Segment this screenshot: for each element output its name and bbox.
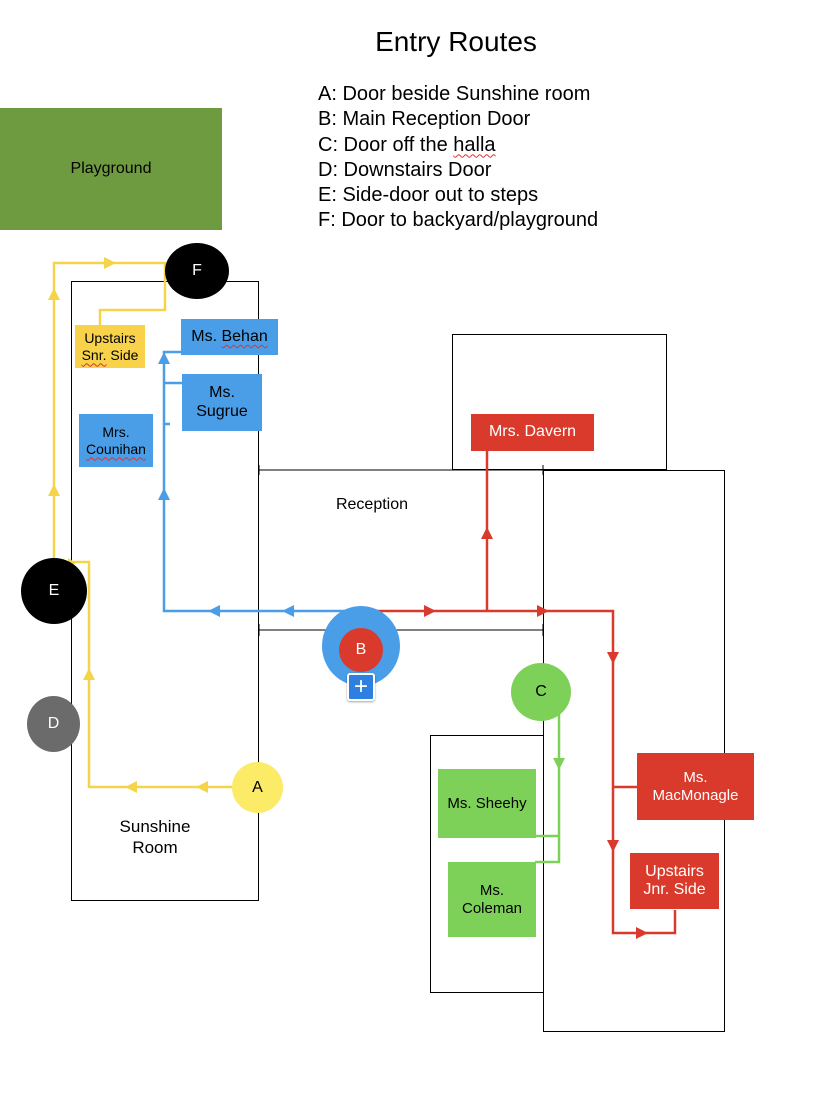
diagram-title: Entry Routes [375, 26, 537, 57]
room-mrs-counihan[interactable]: Mrs.Counihan [79, 414, 153, 467]
room-ms-behan[interactable]: Ms. Behan [181, 319, 278, 355]
legend-item-f: F: Door to backyard/playground [318, 209, 599, 232]
door-b-marker[interactable]: B [339, 628, 383, 672]
room-mrs-davern[interactable]: Mrs. Davern [471, 414, 594, 451]
room-ms-coleman[interactable]: Ms.Coleman [448, 862, 536, 937]
reception-walls [258, 465, 544, 636]
north-room-outline [452, 334, 667, 470]
room-ms-sugrue[interactable]: Ms.Sugrue [182, 374, 262, 431]
room-ms-macmonagle[interactable]: Ms.MacMonagle [637, 753, 754, 820]
blue-route [162, 350, 360, 613]
green-route [535, 712, 561, 864]
sunshine-room-label: Sunshine Room [119, 817, 191, 857]
legend-item-d: D: Downstairs Door [318, 158, 492, 181]
legend-item-e: E: Side-door out to steps [318, 184, 539, 207]
legend-item-b: B: Main Reception Door [318, 108, 531, 131]
door-f-marker[interactable]: F [165, 243, 229, 299]
door-e-marker[interactable]: E [21, 558, 87, 624]
reception-label: Reception [335, 496, 409, 513]
playground-label: Playground [70, 159, 152, 177]
playground-area: Playground [0, 108, 222, 230]
room-ms-sheehy[interactable]: Ms. Sheehy [438, 769, 536, 838]
green-route-arrows [553, 758, 565, 770]
red-route-arrows [424, 527, 648, 939]
door-c-marker[interactable]: C [511, 663, 571, 721]
inner-room-outline [430, 735, 544, 993]
legend-item-a: A: Door beside Sunshine room [318, 83, 591, 105]
blue-route-arrows [158, 352, 294, 617]
plus-icon: + [353, 673, 368, 700]
add-icon-button[interactable]: + [347, 673, 375, 701]
legend-item-c: C: Door off the halla [318, 133, 496, 156]
door-a-marker[interactable]: A [232, 762, 283, 813]
door-d-marker[interactable]: D [27, 696, 80, 752]
legend: A: Door beside Sunshine room B: Main Rec… [318, 82, 598, 234]
yellow-route [52, 261, 232, 789]
yellow-route-arrows [48, 257, 208, 793]
